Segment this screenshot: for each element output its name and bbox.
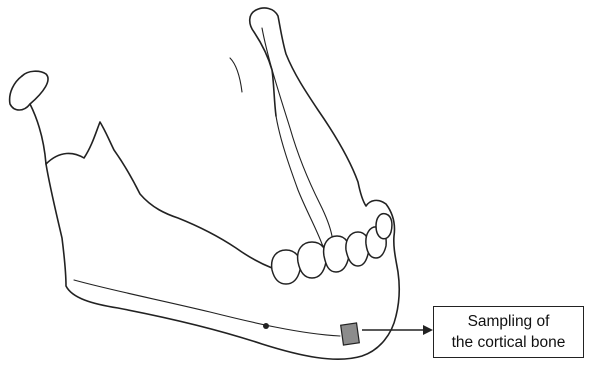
tooth-2 — [298, 242, 327, 278]
coronoid-notch-contour — [46, 122, 272, 268]
teeth-row — [272, 214, 392, 284]
sampling-site-marker — [341, 323, 360, 345]
ramus-inner-contour — [22, 71, 48, 104]
sampling-label-line1: Sampling of — [468, 311, 550, 332]
sampling-label-line2: the cortical bone — [452, 332, 566, 353]
tooth-6 — [376, 214, 392, 239]
tooth-3 — [324, 236, 350, 272]
tooth-1 — [272, 250, 301, 284]
sampling-label-box: Sampling of the cortical bone — [433, 306, 584, 358]
mental-foramen-dot — [263, 323, 269, 329]
inner-ridge-line — [230, 58, 242, 92]
sampling-arrow-head — [423, 325, 433, 335]
mandible-outline — [10, 8, 400, 359]
mylohyoid-line — [262, 28, 332, 236]
